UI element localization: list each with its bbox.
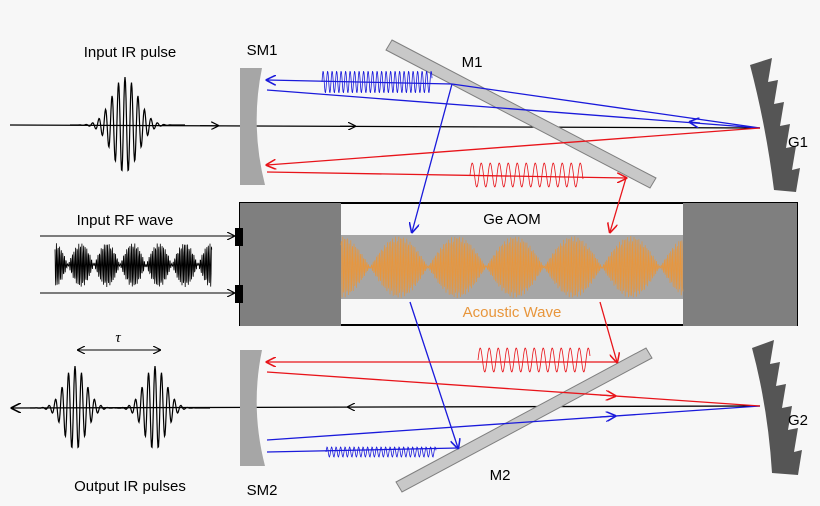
m1-label: M1 [462, 54, 483, 71]
m2-label: M2 [490, 467, 511, 484]
red-wave-packet-bottom [477, 347, 591, 373]
acoustic-wave [340, 235, 684, 299]
g1-label: G1 [788, 134, 808, 151]
acoustic-wave-label: Acoustic Wave [463, 304, 562, 321]
spherical-mirror-sm2 [240, 350, 265, 466]
input-rf-label: Input RF wave [77, 212, 174, 229]
sm2-label: SM2 [247, 482, 278, 499]
output-ir-pulse-1 [30, 365, 125, 449]
delay-tau: τ [78, 330, 160, 350]
input-rf-wave [54, 243, 213, 288]
blue-wave-packet-bottom [325, 446, 437, 458]
output-ir-pulse-2 [114, 365, 210, 449]
rf-connector-1 [235, 228, 243, 246]
input-beam [9, 125, 761, 128]
grating-g2 [752, 340, 802, 475]
g2-label: G2 [788, 412, 808, 429]
output-ir-label: Output IR pulses [74, 478, 186, 495]
grating-g1 [750, 58, 800, 192]
spherical-mirror-sm1 [240, 68, 265, 185]
red-beam [267, 127, 761, 407]
tau-label: τ [115, 330, 121, 346]
red-wave-packet-top [469, 162, 584, 188]
sm1-label: SM1 [247, 42, 278, 59]
mirror-m1 [385, 39, 657, 189]
input-ir-pulse [70, 76, 185, 172]
ge-aom: Ge AOM Acoustic Wave [235, 202, 798, 326]
rf-connector-2 [235, 285, 243, 303]
blue-wave-packet-top [321, 71, 433, 93]
aom-label: Ge AOM [483, 211, 541, 228]
mirror-m2 [395, 347, 653, 493]
input-ir-label: Input IR pulse [84, 44, 177, 61]
